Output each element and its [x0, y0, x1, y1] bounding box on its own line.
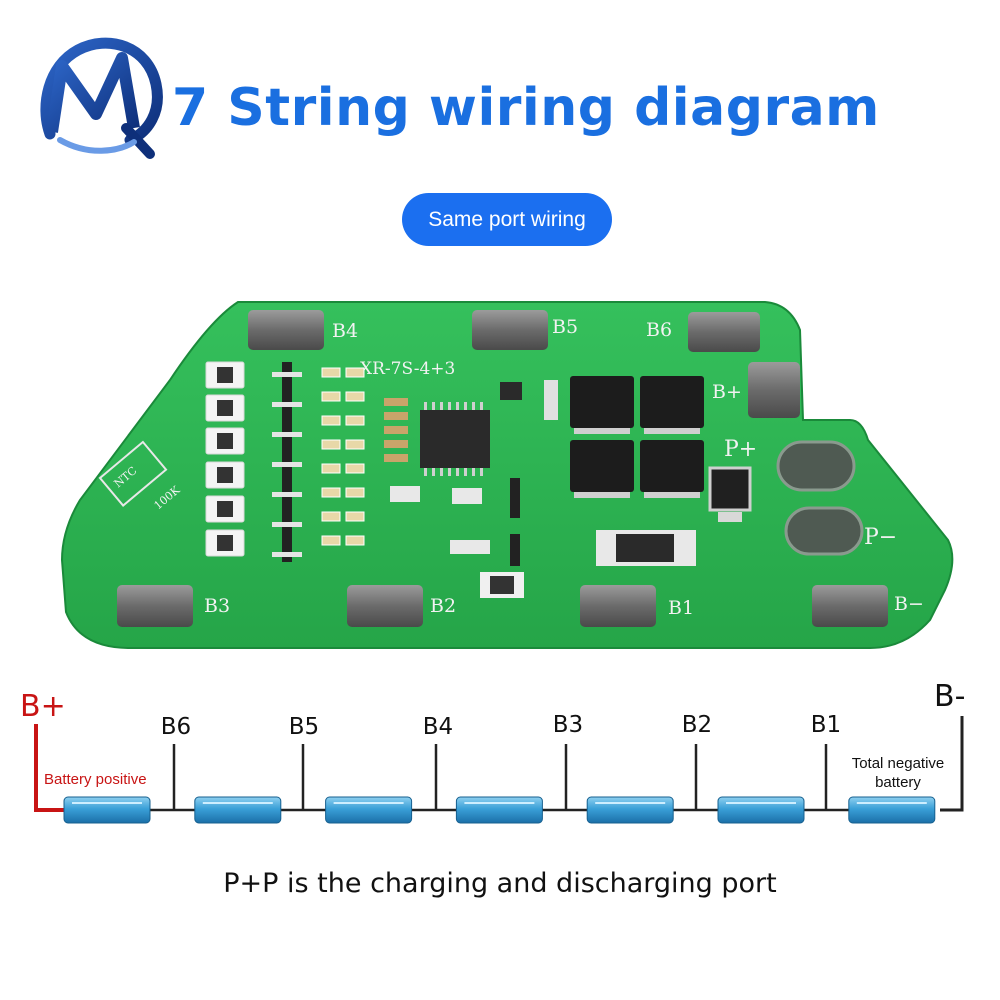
ntc-footprint [98, 440, 168, 507]
label-b1: B1 [668, 597, 694, 619]
battery-cell [455, 796, 543, 824]
negative-note-line1: Total negative [852, 755, 945, 772]
svg-text:★: ★ [76, 114, 85, 125]
tap-label-b6: B6 [161, 714, 191, 740]
pad-b3 [117, 585, 193, 627]
label-bminus: B− [894, 593, 924, 615]
label-pplus: P+ [724, 437, 757, 462]
label-pminus: P− [864, 525, 897, 550]
negative-lead [940, 716, 964, 812]
battery-cell [848, 796, 936, 824]
controller-ic [420, 410, 490, 468]
tap-label-b1: B1 [811, 712, 841, 738]
capacitor-column [384, 398, 408, 462]
tap-label-b2: B2 [682, 712, 712, 738]
same-port-wiring-button[interactable]: Same port wiring [402, 193, 612, 246]
svg-text:★: ★ [88, 126, 97, 137]
label-b5: B5 [552, 316, 578, 338]
pad-pplus [776, 440, 856, 492]
logo: ★ ★ ★ [40, 37, 163, 159]
label-bplus: B+ [712, 381, 742, 403]
wiring-diagram: B+ Battery positive B- Total negative ba… [20, 679, 965, 824]
positive-lead [34, 724, 66, 812]
fuse [708, 466, 752, 512]
pcb-board: B4 B5 B6 B+ P+ P− B3 B2 B1 B− XR-7S-4+3 … [60, 301, 954, 649]
label-b6: B6 [646, 319, 672, 341]
port-caption: P+P is the charging and discharging port [223, 868, 777, 899]
pad-pminus [784, 506, 864, 556]
svg-text:★: ★ [102, 120, 111, 131]
negative-note-line2: battery [875, 774, 921, 791]
label-b4: B4 [332, 320, 358, 342]
pad-bminus [812, 585, 888, 627]
pad-b2 [347, 585, 423, 627]
tap-label-b5: B5 [289, 714, 319, 740]
negative-terminal-label: B- [934, 679, 965, 714]
page-title: 7 String wiring diagram [172, 78, 880, 138]
battery-cell [63, 796, 151, 824]
battery-cell [586, 796, 674, 824]
positive-note: Battery positive [44, 771, 147, 788]
pad-b5 [472, 310, 548, 350]
tap-label-b4: B4 [423, 714, 453, 740]
label-b2: B2 [430, 595, 456, 617]
battery-cell [325, 796, 413, 824]
battery-cell [717, 796, 805, 824]
pad-b4 [248, 310, 324, 350]
tap-label-b3: B3 [553, 712, 583, 738]
pad-b6 [688, 312, 760, 352]
smd-grid [321, 367, 365, 546]
positive-terminal-label: B+ [20, 689, 66, 724]
mosfet-array [570, 376, 704, 492]
pad-bplus [748, 362, 800, 418]
pad-b1 [580, 585, 656, 627]
label-b3: B3 [204, 595, 230, 617]
board-model: XR-7S-4+3 [360, 359, 455, 379]
battery-cell [194, 796, 282, 824]
